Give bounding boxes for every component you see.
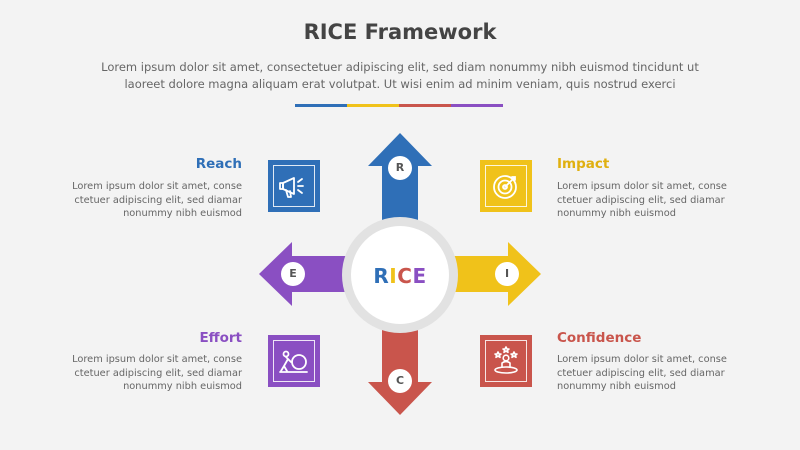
divider-segment-yellow [347, 104, 399, 107]
target-icon [493, 175, 517, 199]
reach-icon-box [268, 160, 320, 212]
reach-letter: R [395, 161, 405, 174]
impact-description: Lorem ipsum dolor sit amet, conse ctetue… [557, 181, 727, 219]
confidence-icon-box [480, 335, 532, 387]
page-subtitle: Lorem ipsum dolor sit amet, consectetuer… [40, 59, 760, 93]
confidence-letter: C [395, 374, 405, 387]
divider-segment-red [399, 104, 451, 107]
center-letter-e: E [412, 264, 427, 288]
divider-segment-purple [451, 104, 503, 107]
effort-description: Lorem ipsum dolor sit amet, conse ctetue… [72, 354, 242, 392]
confidence-arrow [368, 308, 432, 415]
megaphone-icon [279, 177, 304, 198]
reach-description: Lorem ipsum dolor sit amet, conse ctetue… [72, 181, 242, 219]
subtitle-line-1: Lorem ipsum dolor sit amet, consectetuer… [101, 60, 699, 74]
impact-letter-circle [495, 262, 519, 286]
reach-letter-circle [388, 156, 412, 180]
impact-letter: I [504, 267, 510, 280]
center-letter-r: R [373, 264, 390, 288]
impact-arrow [430, 242, 541, 306]
effort-letter-circle [281, 262, 305, 286]
center-letter-i: I [389, 264, 398, 288]
divider-segment-blue [295, 104, 347, 107]
effort-icon-box [268, 335, 320, 387]
confidence-label: Confidence [557, 330, 642, 346]
center-letter-c: C [397, 264, 413, 288]
page-title: RICE Framework [303, 20, 497, 44]
reach-label: Reach [195, 156, 242, 172]
center-rice-text: RICE [349, 264, 451, 288]
subtitle-line-2: laoreet dolore magna aliquam erat volutp… [124, 77, 676, 91]
confidence-description: Lorem ipsum dolor sit amet, conse ctetue… [557, 354, 727, 392]
reach-arrow [368, 133, 432, 240]
pushing-boulder-icon [279, 350, 308, 373]
effort-arrow [259, 242, 370, 306]
effort-label: Effort [199, 330, 242, 346]
impact-icon-box [480, 160, 532, 212]
impact-label: Impact [557, 156, 610, 172]
podium-stars-icon [494, 346, 518, 374]
confidence-letter-circle [388, 369, 412, 393]
center-disc [351, 226, 449, 324]
effort-letter: E [289, 267, 297, 280]
